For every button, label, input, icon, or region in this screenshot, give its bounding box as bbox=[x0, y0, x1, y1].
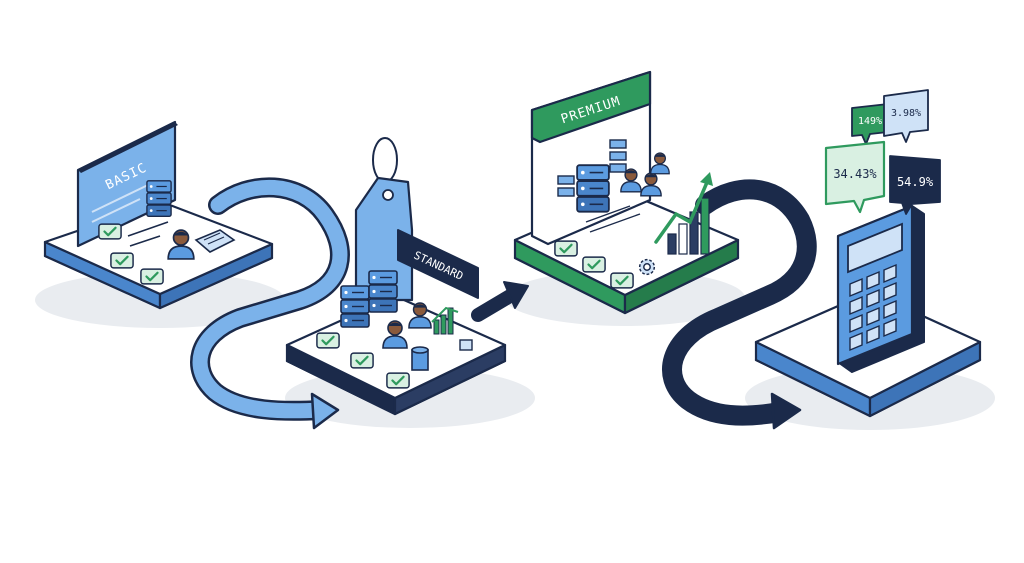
check-icon bbox=[110, 252, 134, 269]
calculator-key bbox=[849, 331, 863, 352]
calculator-key bbox=[883, 317, 897, 338]
server-icon bbox=[146, 180, 172, 217]
calculator-key bbox=[883, 299, 897, 320]
database-icon bbox=[411, 346, 429, 371]
check-icon bbox=[386, 372, 410, 389]
check-icon bbox=[140, 268, 164, 285]
flow-arrow-premium-to-calculator bbox=[662, 179, 817, 430]
standard-label-banner: STANDARD bbox=[397, 229, 479, 299]
calculator-key bbox=[866, 324, 880, 345]
calculator-icon bbox=[836, 204, 925, 373]
stat-bubble-4-text: 54.9% bbox=[897, 175, 934, 189]
server-icon bbox=[368, 270, 398, 313]
server-icon bbox=[340, 285, 370, 328]
calculator-key bbox=[883, 263, 897, 284]
check-icon bbox=[98, 223, 122, 240]
calculator-platform bbox=[754, 204, 982, 418]
stat-bubble-2: 3.98% bbox=[883, 89, 929, 143]
server-icon bbox=[576, 164, 610, 213]
calculator-key bbox=[866, 306, 880, 327]
gear-icon bbox=[638, 258, 656, 276]
premium-tier-platform: PREMIUM bbox=[513, 70, 740, 315]
calculator-key bbox=[866, 288, 880, 309]
check-icon bbox=[350, 352, 374, 369]
check-icon bbox=[582, 256, 606, 273]
growth-chart-icon bbox=[654, 172, 713, 255]
basic-tier-platform: BASIC bbox=[43, 120, 274, 310]
stat-bubble-1: 149% bbox=[851, 103, 889, 145]
stat-bubble-4: 54.9% bbox=[889, 155, 941, 215]
check-icon bbox=[316, 332, 340, 349]
stat-bubble-1-text: 149% bbox=[858, 116, 882, 127]
check-icon bbox=[554, 240, 578, 257]
stat-bubble-2-text: 3.98% bbox=[891, 108, 921, 119]
person-icon bbox=[650, 152, 670, 175]
document-icon bbox=[194, 229, 236, 253]
price-tag-icon bbox=[354, 137, 414, 302]
calculator-key bbox=[849, 295, 863, 316]
calculator-key bbox=[883, 281, 897, 302]
flow-arrow-basic-to-standard bbox=[190, 177, 350, 430]
stat-bubble-3-text: 34.43% bbox=[833, 167, 877, 181]
calculator-key bbox=[849, 277, 863, 298]
growth-chart-icon bbox=[431, 306, 459, 335]
standard-tier-platform: STANDARD bbox=[285, 137, 507, 416]
calculator-key bbox=[866, 270, 880, 291]
flow-arrow-standard-to-premium bbox=[471, 281, 529, 322]
stat-bubble-3: 34.43% bbox=[824, 140, 886, 214]
calculator-key bbox=[849, 313, 863, 334]
premium-sign-header bbox=[530, 70, 652, 144]
check-icon bbox=[610, 272, 634, 289]
